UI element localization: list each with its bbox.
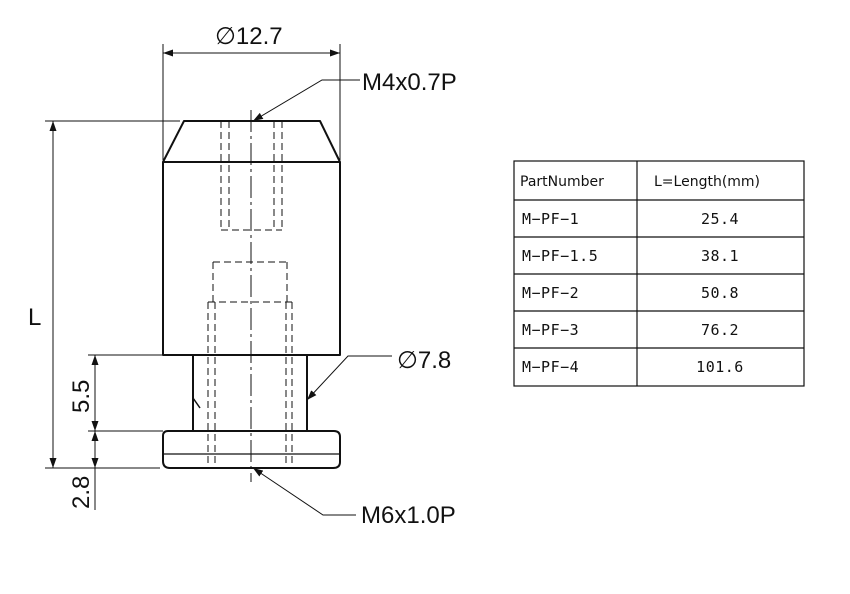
table-header-length: L=Length(mm) bbox=[654, 174, 760, 190]
table-cell-part: M−PF−3 bbox=[522, 321, 579, 339]
top-diameter-label: ∅12.7 bbox=[215, 23, 283, 50]
table-header-part: PartNumber bbox=[520, 174, 604, 190]
table-cell-length: 50.8 bbox=[701, 284, 739, 302]
flange-height-label: 2.8 bbox=[68, 476, 95, 509]
neck-height-label: 5.5 bbox=[68, 380, 95, 413]
table-cell-part: M−PF−2 bbox=[522, 284, 579, 302]
table-cell-length: 76.2 bbox=[701, 321, 739, 339]
table-cell-part: M−PF−4 bbox=[522, 358, 579, 376]
neck-diameter-label: ∅7.8 bbox=[397, 347, 451, 374]
top-thread-label: M4x0.7P bbox=[362, 69, 457, 96]
length-label: L bbox=[28, 304, 41, 331]
bottom-thread-label: M6x1.0P bbox=[361, 502, 456, 529]
length-table: PartNumber L=Length(mm) M−PF−1 25.4 M−PF… bbox=[513, 160, 805, 387]
table-cell-length: 38.1 bbox=[701, 247, 739, 265]
table-cell-length: 101.6 bbox=[696, 358, 744, 376]
table-cell-length: 25.4 bbox=[701, 210, 739, 228]
hidden-features bbox=[207, 121, 293, 468]
table-cell-part: M−PF−1 bbox=[522, 210, 579, 228]
neck-outline bbox=[192, 355, 308, 430]
neck-shoulder bbox=[192, 397, 201, 409]
table-cell-part: M−PF−1.5 bbox=[522, 247, 598, 265]
flange-outline bbox=[162, 430, 341, 469]
dimension-lines bbox=[45, 44, 392, 516]
part-outline bbox=[162, 120, 341, 469]
